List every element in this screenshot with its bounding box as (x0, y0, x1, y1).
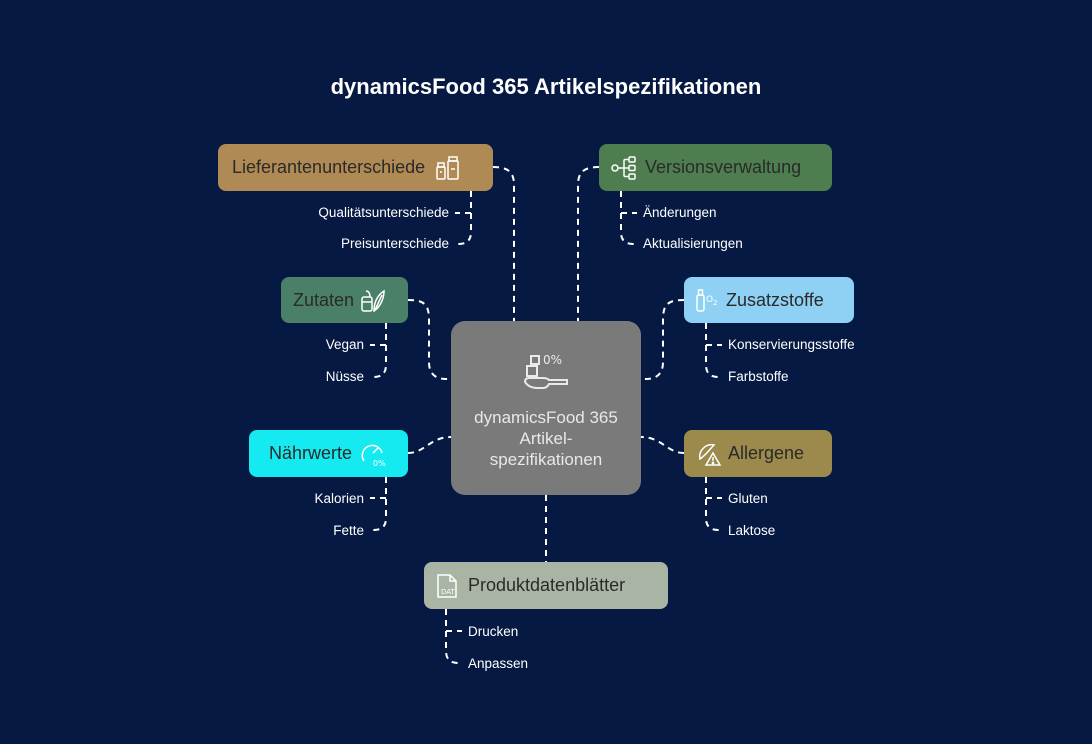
svg-text:0%: 0% (373, 459, 386, 467)
svg-text:0%: 0% (543, 353, 562, 367)
node-label: Allergene (728, 443, 805, 463)
sub-item: Anpassen (468, 656, 529, 671)
node-label: Produktdatenblätter (468, 575, 626, 595)
sub-item: Laktose (728, 523, 776, 538)
sub-item: Nüsse (325, 369, 364, 384)
sub-item: Gluten (728, 491, 768, 506)
node-produktdatenblaetter: DAT Produktdatenblätter (424, 562, 668, 609)
node-label: Versionsverwaltung (645, 157, 802, 177)
sub-item: Aktualisierungen (643, 236, 743, 251)
sub-item: Vegan (325, 337, 364, 352)
node-versionsverwaltung: Versionsverwaltung (599, 144, 832, 191)
hierarchy-icon (609, 153, 639, 183)
svg-text:DAT: DAT (441, 588, 456, 596)
sub-item: Farbstoffe (728, 369, 789, 384)
svg-text:O: O (706, 295, 713, 305)
center-label: dynamicsFood 365 Artikel-spezifikationen (474, 408, 618, 469)
node-zutaten: Zutaten (281, 277, 408, 323)
sub-item: Konservierungsstoffe (728, 337, 855, 352)
node-allergene: Allergene (684, 430, 832, 477)
page-title: dynamicsFood 365 Artikelspezifikationen (330, 74, 762, 99)
node-label: Nährwerte (269, 443, 353, 463)
sub-item: Änderungen (643, 205, 717, 220)
allergen-warning-icon (694, 439, 724, 469)
containers-icon (433, 153, 463, 183)
ingredients-icon (358, 285, 388, 315)
sub-item: Preisunterschiede (340, 236, 449, 251)
sub-item: Drucken (468, 624, 519, 639)
additive-icon: O 2 (692, 285, 722, 315)
node-label: Zutaten (293, 289, 355, 310)
nutrition-gauge-icon: 0% (358, 439, 388, 469)
node-naehrwerte: Nährwerte 0% (249, 430, 408, 477)
sub-item: Kalorien (314, 491, 364, 506)
node-zusatzstoffe: O 2 Zusatzstoffe (684, 277, 854, 323)
svg-text:2: 2 (713, 299, 717, 307)
node-lieferantenunterschiede: Lieferantenunterschiede (218, 144, 493, 191)
sub-item: Qualitätsunterschiede (318, 205, 449, 220)
center-node: 0% dynamicsFood 365 Artikel-spezifikatio… (451, 321, 641, 495)
food-scale-icon: 0% (521, 346, 571, 401)
node-label: Lieferantenunterschiede (232, 157, 426, 177)
node-label: Zusatzstoffe (726, 289, 824, 310)
sub-item: Fette (333, 523, 364, 538)
data-sheet-icon: DAT (432, 571, 462, 601)
